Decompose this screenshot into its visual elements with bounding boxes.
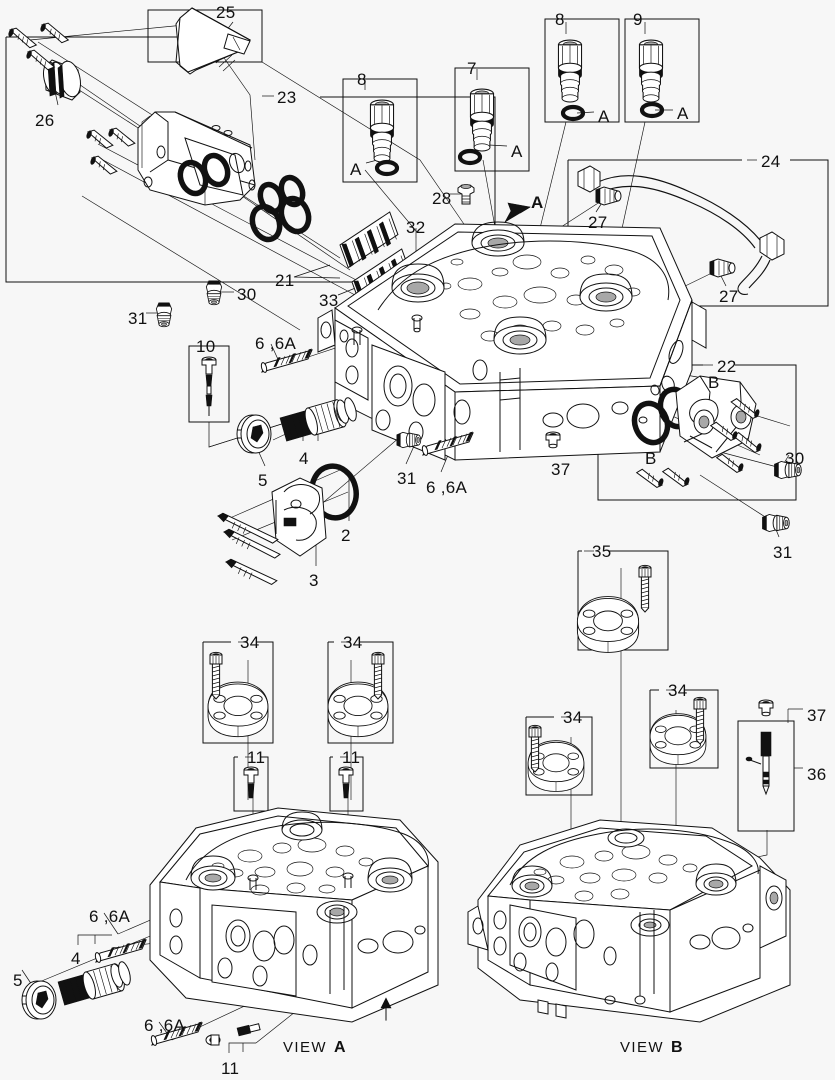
part-11-pin-a3	[236, 1023, 261, 1037]
part-6-6a-spool-a1	[93, 938, 147, 964]
callout-A-10: A	[677, 104, 689, 123]
callout-8-3: 8	[357, 70, 367, 89]
callout-A-8: A	[598, 107, 610, 126]
view-a-label-word: VIEW	[283, 1039, 327, 1056]
callout-37-29: 37	[551, 460, 571, 479]
view-b-label: VIEW B	[620, 1040, 683, 1056]
callout-35-35: 35	[592, 542, 612, 561]
callout-66A-44: 6 ,6A	[89, 907, 131, 926]
callout-11-48: 11	[221, 1059, 240, 1078]
part-31-plug-left	[155, 302, 173, 328]
callout-31-27: 31	[397, 469, 417, 488]
callout-7-5: 7	[467, 59, 477, 78]
part-31-plug-center	[396, 431, 422, 449]
part-10-needle	[201, 356, 217, 416]
callout-37-40: 37	[807, 706, 827, 725]
view-b-valve-body	[467, 819, 791, 1023]
callout-28-14: 28	[432, 189, 452, 208]
callout-34-37: 34	[343, 633, 363, 652]
part-30-plug-left	[205, 280, 223, 306]
part-4-plunger-a	[57, 961, 131, 1006]
view-b-label-letter: B	[670, 1039, 683, 1056]
callout-66A-28: 6 ,6A	[426, 478, 468, 497]
part-21-orings	[249, 174, 312, 243]
part-11-plug-a2	[338, 766, 354, 799]
callout-B-31: B	[708, 373, 720, 392]
callout-A-6: A	[511, 142, 523, 161]
callout-5-46: 5	[13, 971, 23, 990]
callout-24-11: 24	[761, 152, 781, 171]
part-5-plug	[236, 414, 272, 454]
callout-25-0: 25	[216, 3, 236, 22]
part-8a-cartridge	[369, 99, 397, 174]
callout-34-38: 34	[668, 681, 688, 700]
callout-A-4: A	[350, 160, 362, 179]
callout-22-30: 22	[717, 357, 737, 376]
callout-8-7: 8	[555, 10, 565, 29]
callout-27-13: 27	[719, 287, 739, 306]
part-35-flange-b	[576, 596, 640, 653]
callout-9-9: 9	[633, 10, 643, 29]
part-5-plug-a	[21, 980, 57, 1020]
part-31-plug-right	[762, 513, 790, 533]
part-8b-cartridge	[557, 39, 583, 119]
callout-26-1: 26	[35, 111, 55, 130]
callout-4-24: 4	[299, 449, 309, 468]
callout-11-41: 11	[247, 748, 266, 767]
callout-10-21: 10	[196, 337, 216, 356]
view-a-valve-body	[149, 807, 439, 1023]
part-11-plug-a3	[205, 1034, 221, 1046]
callout-A-15: A	[531, 193, 544, 212]
callout-36-43: 36	[807, 765, 827, 784]
part-4-plunger	[279, 397, 357, 442]
callout-3-26: 3	[309, 571, 319, 590]
section-arrow-a	[504, 202, 531, 223]
part-22-cover-assembly	[631, 375, 762, 488]
callout-2-25: 2	[341, 526, 351, 545]
part-37-plug-b	[758, 699, 774, 717]
callout-B-32: B	[645, 449, 657, 468]
part-11-plug-a1	[243, 766, 259, 799]
main-valve-body	[317, 221, 707, 461]
part-23-end-cover	[137, 111, 256, 206]
part-9-cartridge	[638, 39, 662, 116]
part-35-capscrew-b	[638, 564, 652, 613]
callout-27-12: 27	[588, 213, 608, 232]
callout-34-36: 34	[240, 633, 260, 652]
callout-21-17: 21	[275, 271, 295, 290]
part-24-hose-assembly	[577, 165, 785, 295]
part-28-fitting	[457, 184, 475, 205]
callout-66A-47: 6 ,6A	[144, 1016, 186, 1035]
callout-32-16: 32	[406, 218, 426, 237]
callout-66A-22: 6 ,6A	[255, 334, 297, 353]
part-7-cartridge	[460, 88, 495, 163]
view-b-label-word: VIEW	[620, 1039, 664, 1056]
callout-4-45: 4	[71, 949, 81, 968]
callout-23-2: 23	[277, 88, 297, 107]
callout-31-34: 31	[773, 543, 793, 562]
part-bolts-top-left	[8, 22, 136, 175]
part-25-spring	[175, 7, 251, 75]
part-36-needle-assembly	[745, 731, 772, 796]
view-a-label: VIEW A	[283, 1040, 346, 1056]
callout-11-42: 11	[342, 748, 361, 767]
callout-33-18: 33	[319, 291, 339, 310]
callout-5-23: 5	[258, 471, 268, 490]
view-a-label-letter: A	[333, 1039, 346, 1056]
part-3-cover	[216, 477, 327, 586]
callout-30-33: 30	[785, 449, 805, 468]
callout-30-19: 30	[237, 285, 257, 304]
callout-31-20: 31	[128, 309, 148, 328]
callout-34-39: 34	[563, 708, 583, 727]
